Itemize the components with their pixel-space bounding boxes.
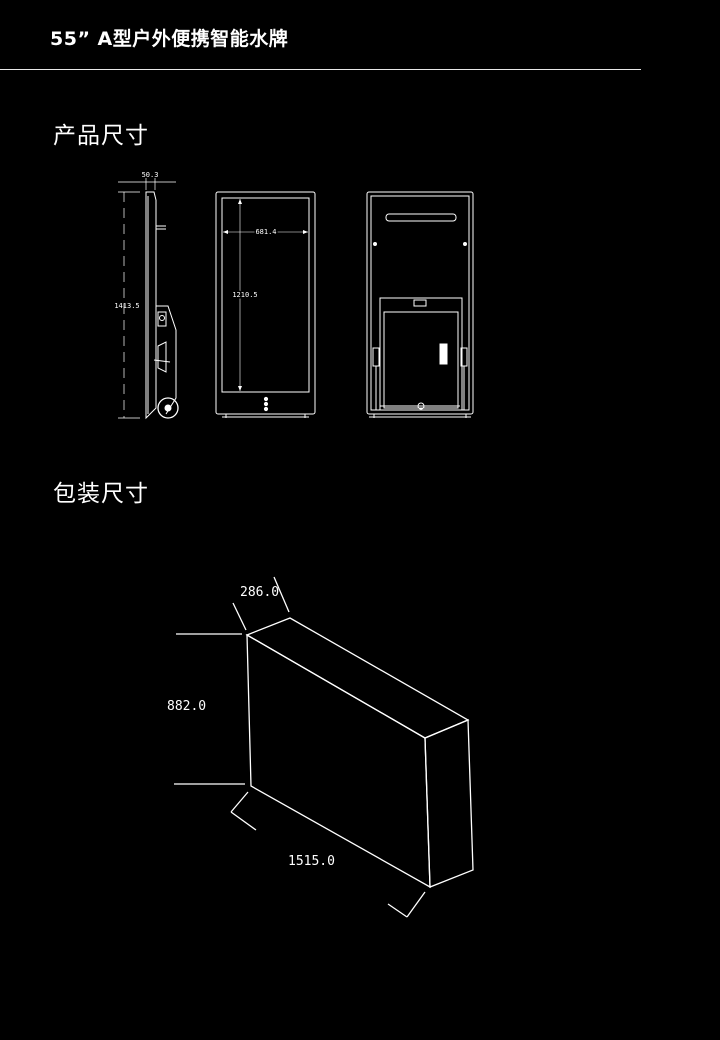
- package-depth-label: 286.0: [240, 585, 279, 600]
- package-box-drawing: [174, 576, 474, 918]
- package-length-label: 1515.0: [288, 854, 335, 869]
- side-view-drawing: [118, 178, 179, 420]
- package-height-label: 882.0: [167, 699, 206, 714]
- section-heading-product-dimensions: 产品尺寸: [53, 123, 149, 149]
- side-height-label: 1413.5: [114, 302, 139, 310]
- section-heading-package-dimensions: 包装尺寸: [53, 481, 149, 507]
- back-view-drawing: [366, 191, 474, 418]
- front-height-label: 1210.5: [232, 291, 257, 299]
- side-depth-label: 50.3: [142, 171, 159, 179]
- header-divider: [0, 69, 641, 70]
- page-title: 55” A型户外便携智能水牌: [50, 28, 289, 50]
- front-width-label: 681.4: [255, 228, 276, 236]
- front-view-drawing: [215, 191, 316, 418]
